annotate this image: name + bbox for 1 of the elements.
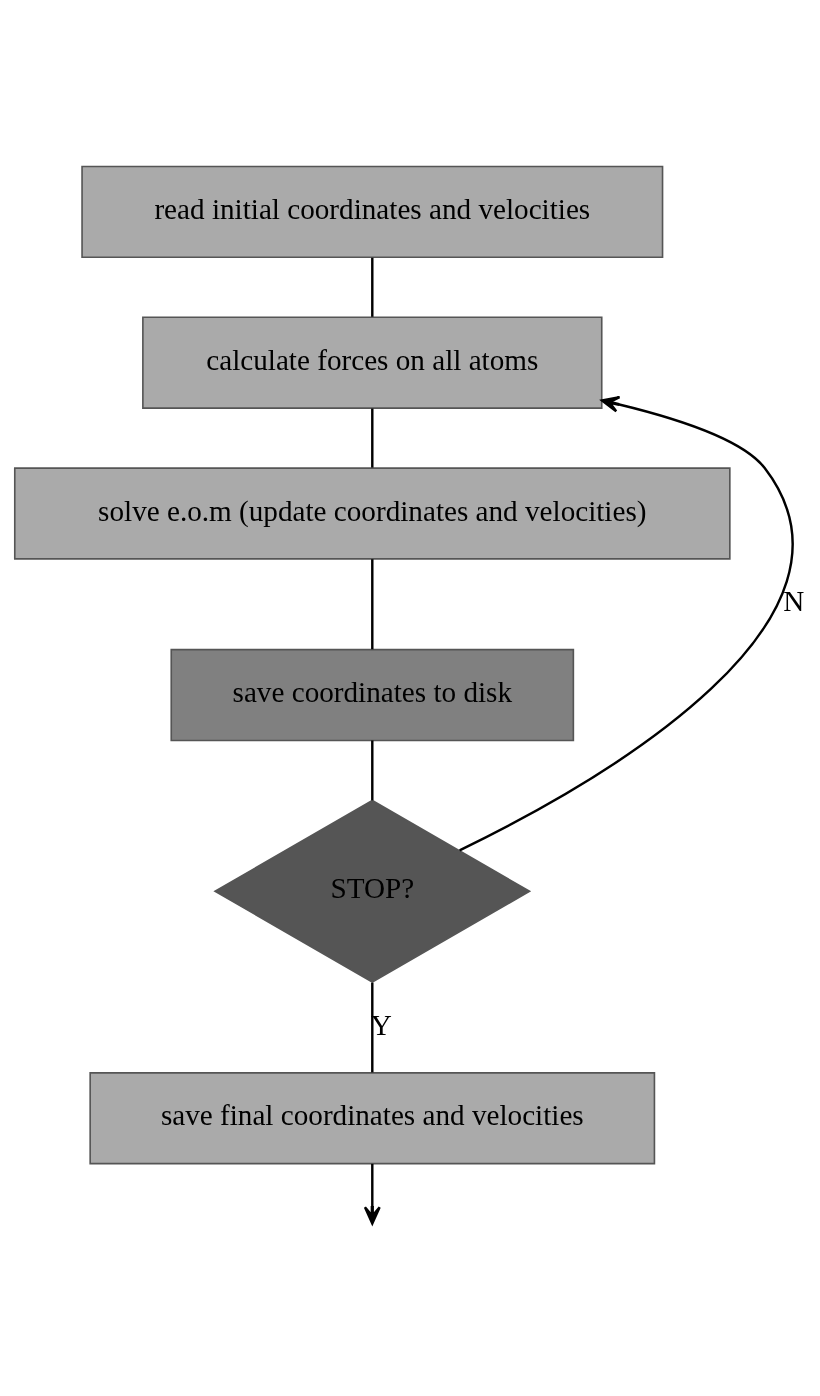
edge-label: N xyxy=(783,585,805,618)
